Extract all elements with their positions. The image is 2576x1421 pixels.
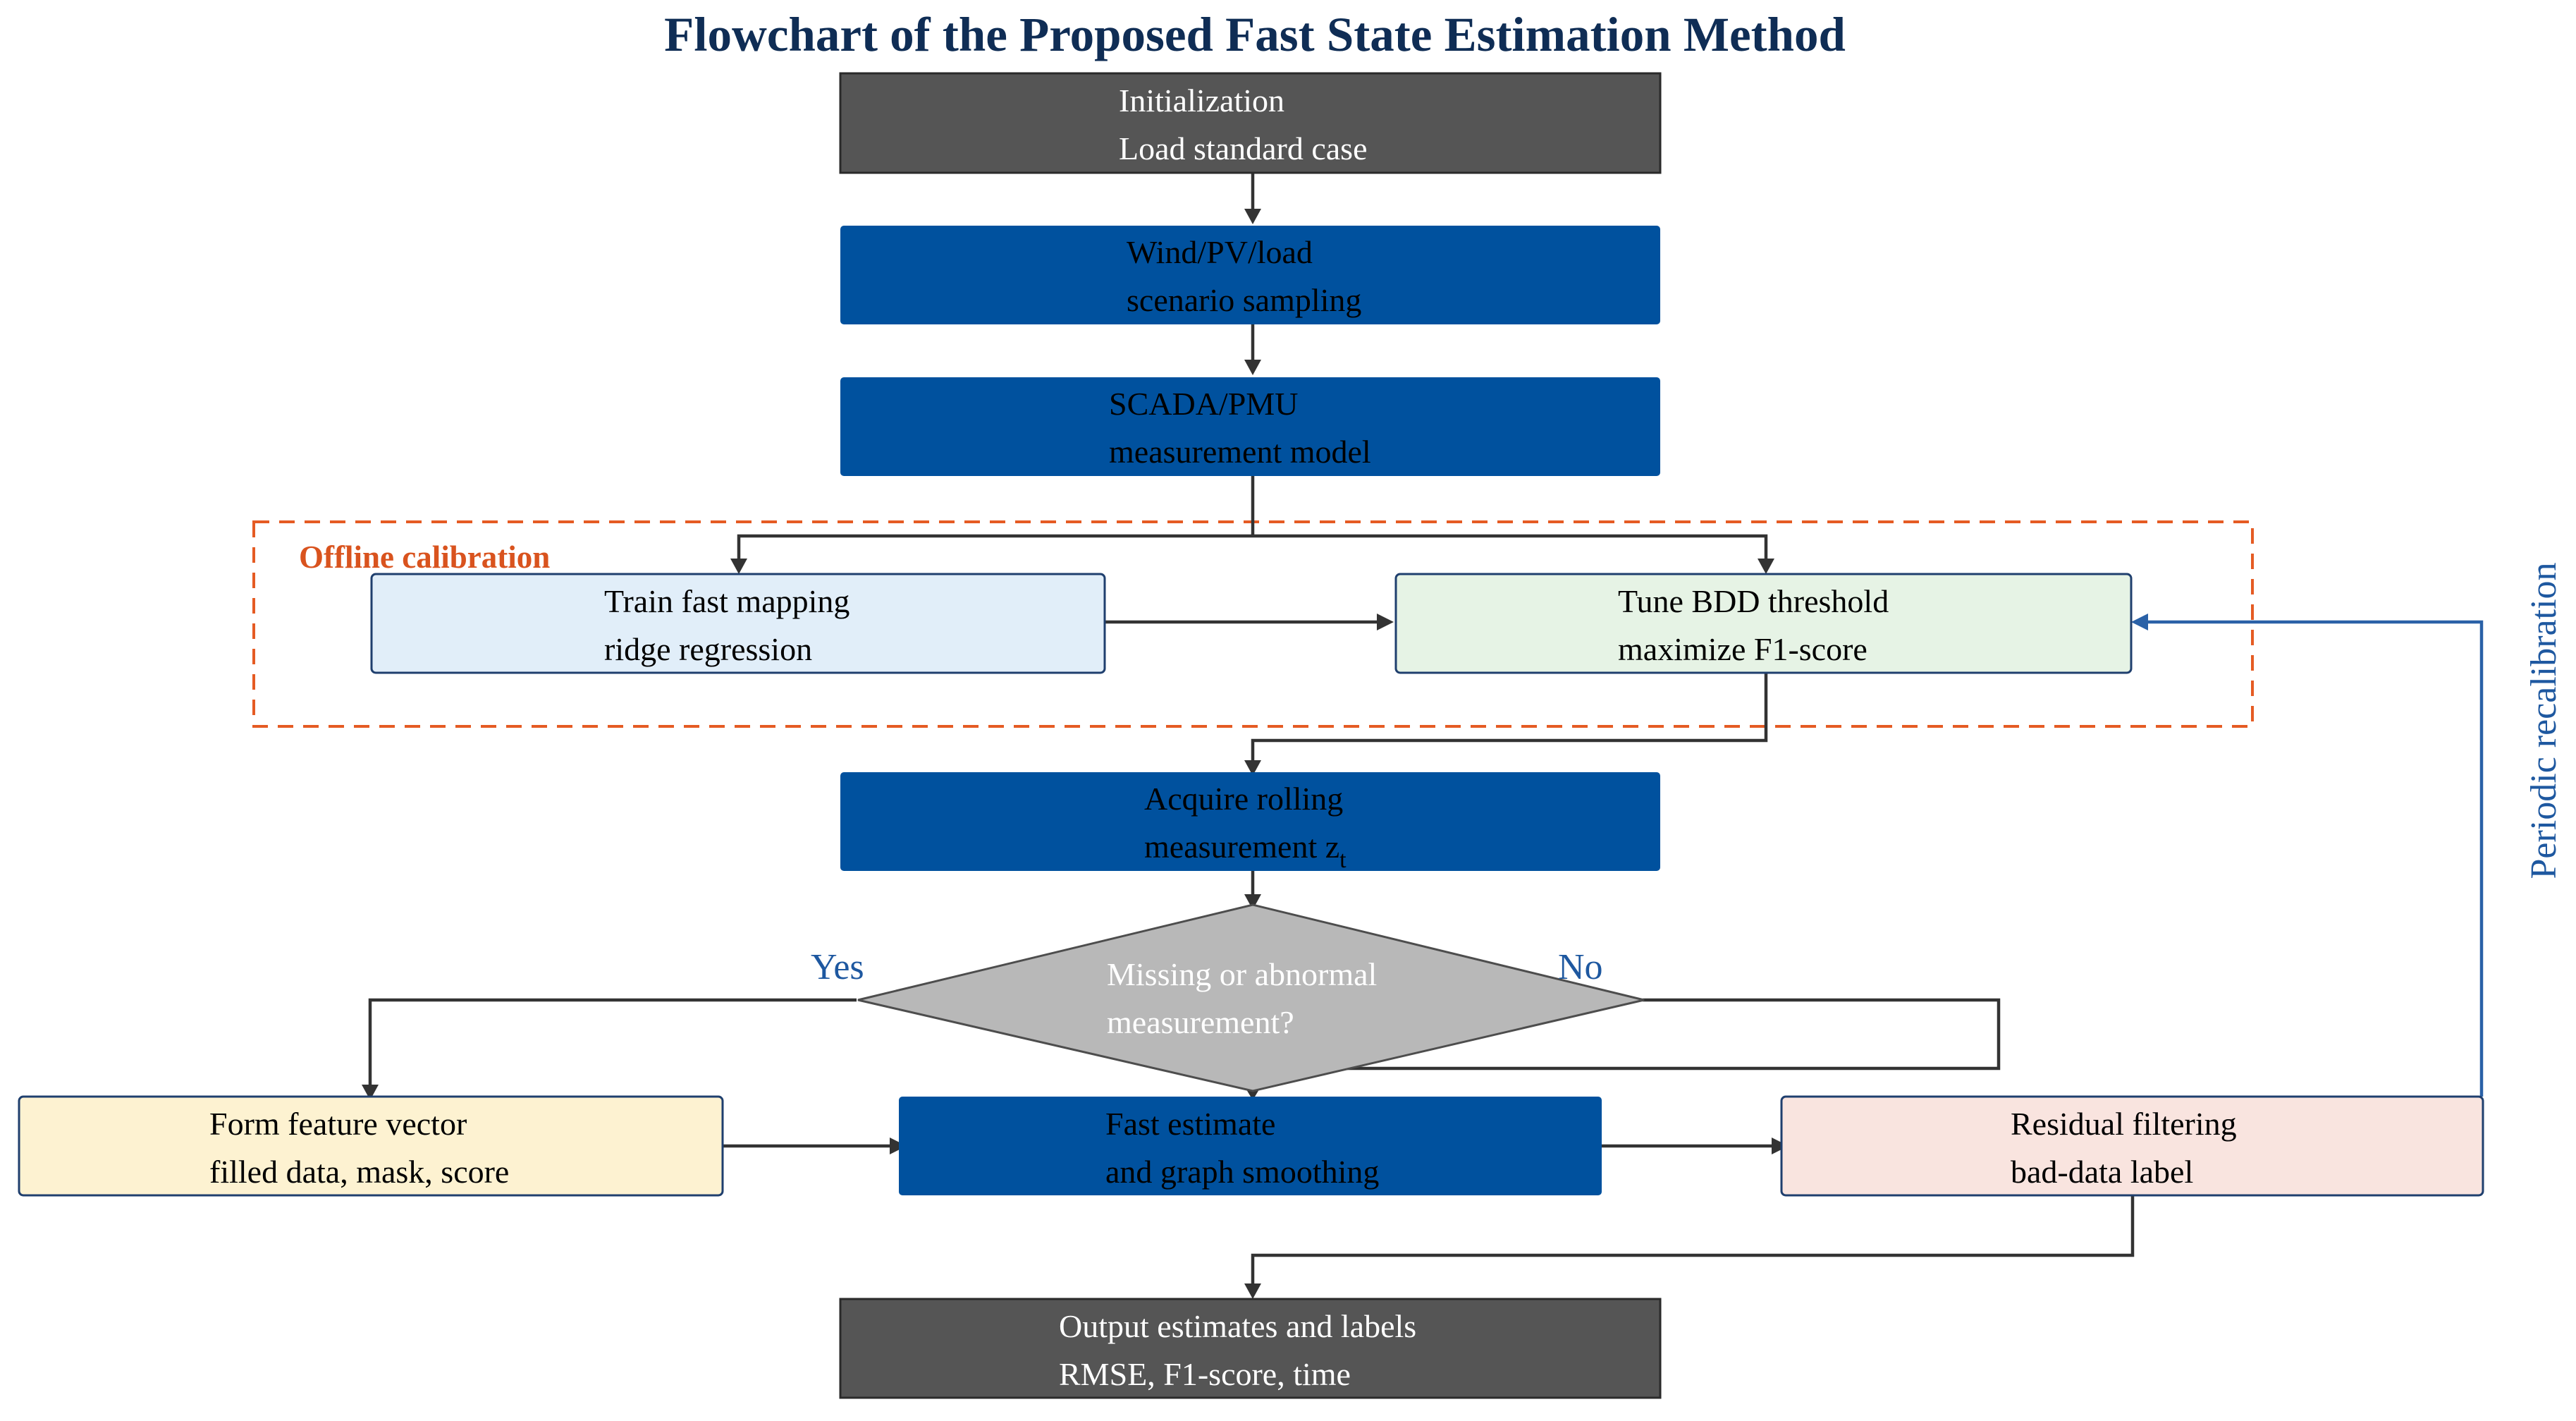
initialization-line1: Initialization (1119, 83, 1284, 118)
chart-title: Flowchart of the Proposed Fast State Est… (664, 8, 1846, 61)
measurement-model-line1: SCADA/PMU (1109, 386, 1298, 422)
initialization-line2: Load standard case (1119, 130, 1368, 166)
output-box (839, 1298, 1662, 1399)
connectors (368, 173, 2135, 1285)
node-tune-bdd-threshold: Tune BDD threshold maximize F1-score (1394, 573, 2133, 674)
train-box (370, 573, 1106, 674)
arrowhead-recalibration (2131, 614, 2148, 630)
periodic-recalibration-label: Periodic recalibration (2524, 562, 2564, 879)
scenario-sampling-line2: scenario sampling (1127, 282, 1361, 318)
output-line2: RMSE, F1-score, time (1059, 1356, 1351, 1392)
edge-split-to-tune (1253, 534, 1768, 560)
feature-line2: filled data, mask, score (209, 1154, 509, 1190)
scenario-sampling-line1: Wind/PV/load (1127, 234, 1313, 270)
acquire-line2: measurement zt (1144, 829, 1347, 873)
node-train-fast-mapping: Train fast mapping ridge regression (370, 573, 1106, 674)
node-fast-estimate: Fast estimate and graph smoothing (899, 1097, 1602, 1195)
decision-line1: Missing or abnormal (1107, 956, 1377, 992)
node-acquire-measurement: Acquire rolling measurement zt (840, 772, 1660, 873)
decision-diamond (857, 903, 1645, 1092)
edge-periodic-recalibration (2147, 620, 2484, 1097)
yes-label: Yes (811, 947, 864, 987)
residual-line1: Residual filtering (2011, 1106, 2237, 1142)
edge-split-to-train (737, 534, 1253, 560)
feature-box (18, 1095, 724, 1197)
no-label: No (1558, 947, 1603, 987)
residual-box (1780, 1095, 2484, 1197)
arrowhead-fast-left (890, 1138, 907, 1154)
edge-yes-to-feature (368, 998, 857, 1086)
arrowhead-sampling (1244, 209, 1261, 224)
arrowhead-decision (1244, 894, 1261, 910)
fast-estimate-line2: and graph smoothing (1105, 1154, 1379, 1190)
arrowhead-model (1244, 360, 1261, 375)
arrowhead-acquire (1244, 760, 1261, 776)
arrowhead-residual (1772, 1138, 1789, 1154)
edge-tune-to-acquire (1251, 673, 1768, 762)
node-form-feature-vector: Form feature vector filled data, mask, s… (18, 1095, 724, 1197)
acquire-line2-main: measurement z (1144, 829, 1339, 865)
train-line2: ridge regression (604, 631, 812, 667)
node-output: Output estimates and labels RMSE, F1-sco… (839, 1298, 1662, 1399)
fast-estimate-line1: Fast estimate (1105, 1106, 1275, 1142)
node-initialization: Initialization Load standard case (839, 72, 1662, 174)
arrowhead-feature (362, 1085, 379, 1100)
arrowhead-tune-top (1758, 559, 1774, 574)
node-scenario-sampling: Wind/PV/load scenario sampling (840, 226, 1660, 324)
acquire-box (840, 772, 1660, 871)
feature-line1: Form feature vector (209, 1106, 467, 1142)
arrowhead-output (1244, 1283, 1261, 1299)
arrowhead-tune-left (1377, 614, 1394, 630)
node-residual-filtering: Residual filtering bad-data label (1780, 1095, 2484, 1197)
tune-line1: Tune BDD threshold (1618, 583, 1889, 619)
acquire-line1: Acquire rolling (1144, 781, 1343, 817)
measurement-model-box (840, 377, 1660, 476)
fast-estimate-box (899, 1097, 1602, 1195)
node-decision: Missing or abnormal measurement? (857, 903, 1645, 1092)
offline-calibration-label: Offline calibration (299, 539, 550, 575)
train-line1: Train fast mapping (604, 583, 850, 619)
scenario-sampling-box (840, 226, 1660, 324)
node-measurement-model: SCADA/PMU measurement model (840, 377, 1660, 476)
arrowhead-train (730, 559, 747, 574)
edge-residual-to-output (1251, 1195, 2135, 1285)
decision-line2: measurement? (1107, 1004, 1294, 1040)
measurement-model-line2: measurement model (1109, 434, 1371, 470)
tune-line2: maximize F1-score (1618, 631, 1867, 667)
acquire-subscript: t (1339, 847, 1347, 873)
initialization-box (839, 72, 1662, 174)
residual-line2: bad-data label (2011, 1154, 2193, 1190)
tune-box (1394, 573, 2133, 674)
output-line1: Output estimates and labels (1059, 1308, 1416, 1344)
